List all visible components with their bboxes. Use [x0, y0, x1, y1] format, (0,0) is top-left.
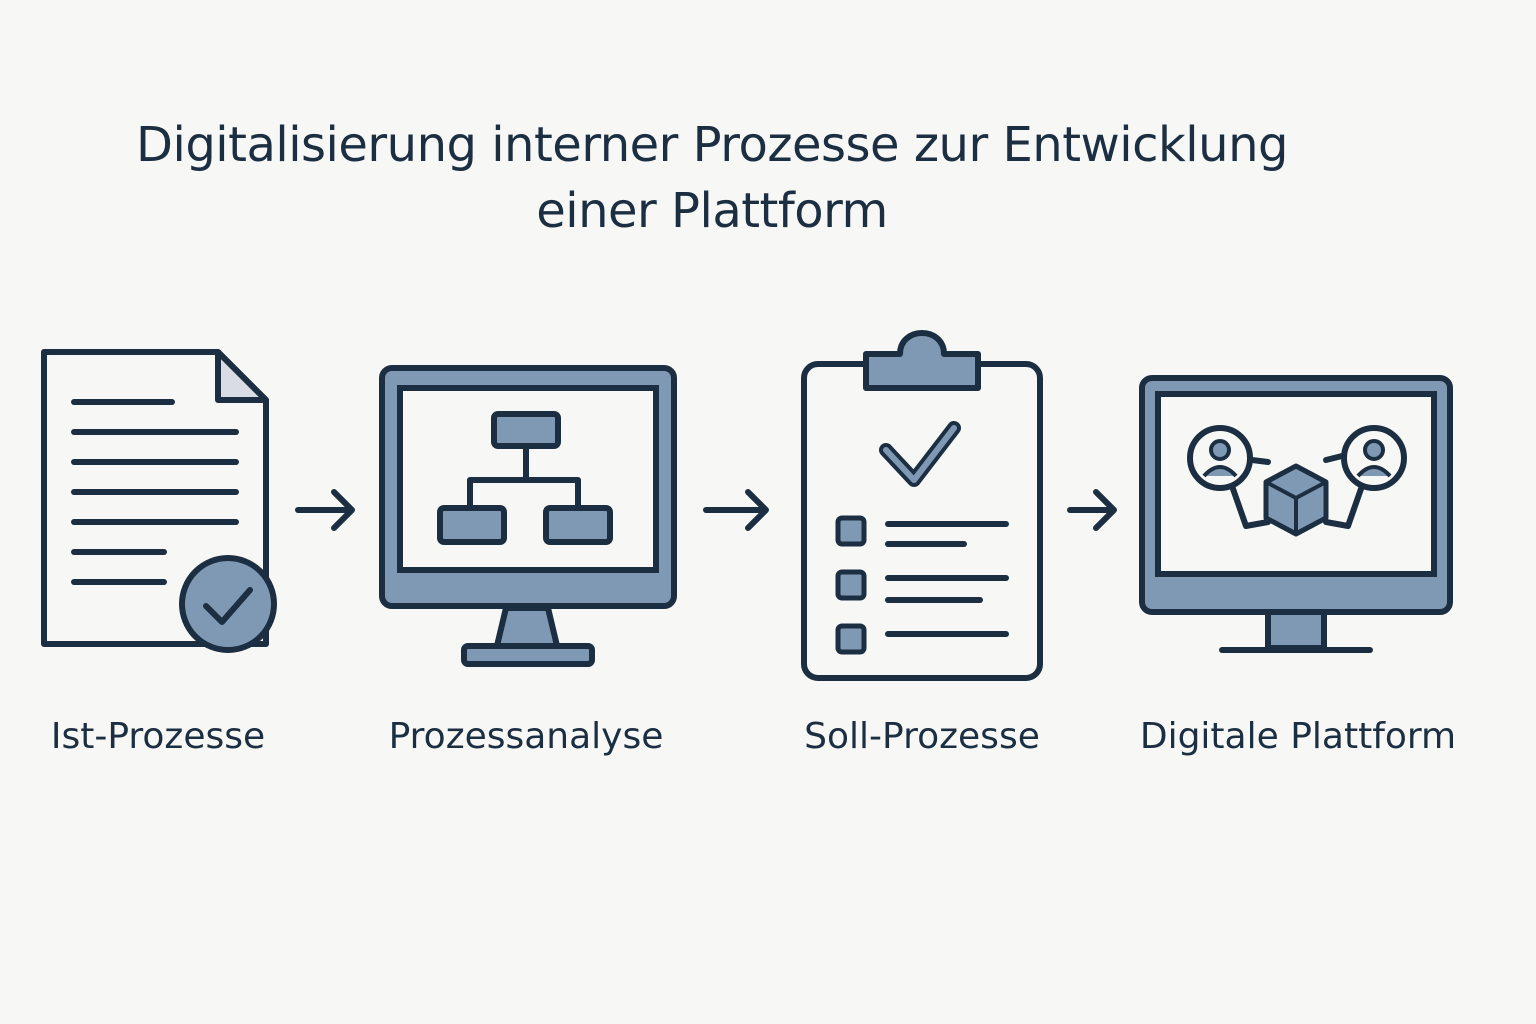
step-label-ist-prozesse: Ist-Prozesse	[50, 716, 266, 757]
title-line-1: Digitalisierung interner Prozesse zur En…	[136, 117, 1288, 173]
step-label-prozessanalyse: Prozessanalyse	[388, 716, 664, 757]
document-check-icon	[41, 349, 277, 653]
arrow-right-icon	[703, 489, 769, 531]
step-label-digitale-plattform: Digitale Plattform	[1139, 716, 1457, 757]
step-label-soll-prozesse: Soll-Prozesse	[804, 716, 1040, 757]
clipboard-checklist-icon	[801, 330, 1043, 681]
title-line-2: einer Plattform	[536, 183, 888, 239]
diagram-title: Digitalisierung interner Prozesse zur En…	[0, 112, 1424, 244]
arrow-right-icon	[295, 489, 355, 531]
monitor-platform-network-icon	[1139, 375, 1453, 653]
monitor-flowchart-icon	[379, 365, 677, 667]
arrow-right-icon	[1067, 489, 1117, 531]
